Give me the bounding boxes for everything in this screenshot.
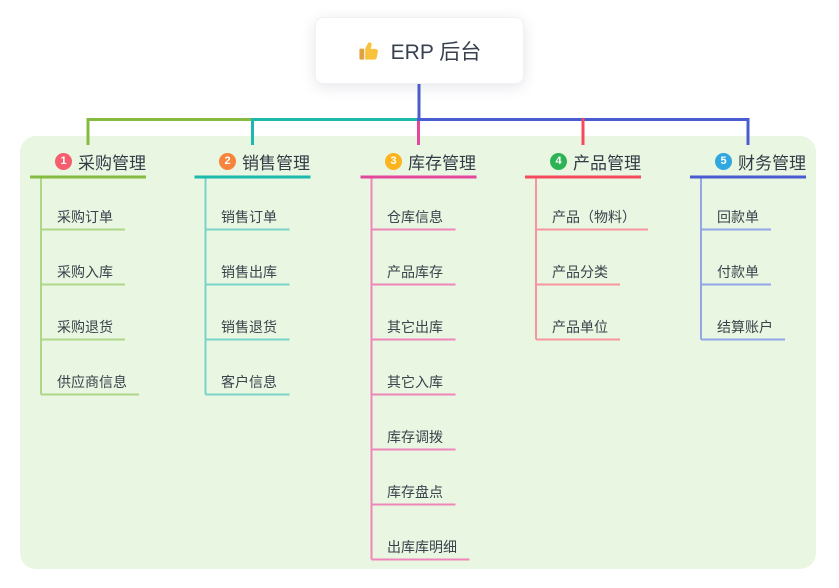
- branch-label: 财务管理: [738, 153, 806, 173]
- root-node-label: ERP 后台: [390, 40, 482, 64]
- root-node-erp[interactable]: ERP 后台: [315, 17, 524, 84]
- branch-header-purchase[interactable]: 1 采购管理: [30, 151, 146, 173]
- badge-3: 3: [385, 152, 402, 170]
- child-node-product-category[interactable]: 产品分类: [552, 264, 608, 280]
- branch-label: 库存管理: [408, 153, 476, 173]
- child-node-sales-outbound[interactable]: 销售出库: [221, 264, 277, 280]
- badge-2: 2: [219, 152, 236, 170]
- child-node-product-material[interactable]: 产品（物料）: [552, 209, 636, 225]
- child-node-stock-detail[interactable]: 出库库明细: [387, 539, 457, 555]
- child-node-sales-order[interactable]: 销售订单: [221, 209, 277, 225]
- child-node-stock-transfer[interactable]: 库存调拨: [387, 429, 443, 445]
- child-node-purchase-return[interactable]: 采购退货: [57, 319, 113, 335]
- branch-label: 销售管理: [242, 153, 310, 173]
- child-node-purchase-inbound[interactable]: 采购入库: [57, 264, 113, 280]
- child-node-customer-info[interactable]: 客户信息: [221, 374, 277, 390]
- child-node-other-outbound[interactable]: 其它出库: [387, 319, 443, 335]
- child-node-payment-doc[interactable]: 付款单: [717, 264, 759, 280]
- branch-label: 产品管理: [573, 153, 641, 173]
- child-node-receipt-doc[interactable]: 回款单: [717, 209, 759, 225]
- child-node-warehouse-info[interactable]: 仓库信息: [387, 209, 443, 225]
- badge-4: 4: [550, 152, 567, 170]
- branch-label: 采购管理: [78, 153, 146, 173]
- badge-5: 5: [715, 152, 732, 170]
- child-node-sales-return[interactable]: 销售退货: [221, 319, 277, 335]
- branches-panel: [20, 136, 816, 569]
- branch-header-inventory[interactable]: 3 库存管理: [360, 151, 476, 173]
- branch-header-finance[interactable]: 5 财务管理: [690, 151, 806, 173]
- branch-header-product[interactable]: 4 产品管理: [525, 151, 641, 173]
- child-node-stock-count[interactable]: 库存盘点: [387, 484, 443, 500]
- thumbs-up-icon: [358, 39, 381, 62]
- child-node-other-inbound[interactable]: 其它入库: [387, 374, 443, 390]
- child-node-product-unit[interactable]: 产品单位: [552, 319, 608, 335]
- badge-1: 1: [55, 152, 72, 170]
- child-node-supplier-info[interactable]: 供应商信息: [57, 374, 127, 390]
- child-node-settlement-account[interactable]: 结算账户: [717, 319, 773, 335]
- branch-header-sales[interactable]: 2 销售管理: [194, 151, 310, 173]
- child-node-purchase-order[interactable]: 采购订单: [57, 209, 113, 225]
- child-node-product-stock[interactable]: 产品库存: [387, 264, 443, 280]
